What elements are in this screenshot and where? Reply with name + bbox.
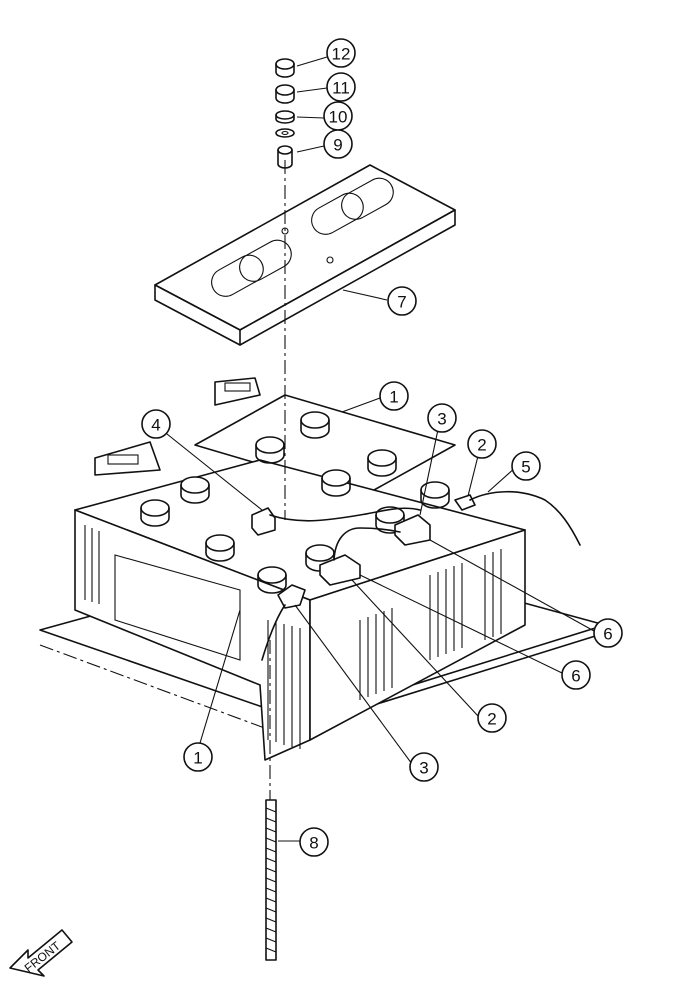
svg-text:9: 9 bbox=[333, 136, 342, 155]
callout-7: 7 bbox=[387, 286, 417, 316]
svg-text:2: 2 bbox=[487, 710, 496, 729]
terminal-clamp bbox=[454, 494, 476, 511]
svg-text:6: 6 bbox=[603, 625, 612, 644]
callout-9: 9 bbox=[323, 129, 353, 159]
callout-8: 8 bbox=[299, 827, 329, 857]
vent-cap bbox=[420, 481, 450, 509]
callout-3-lower: 3 bbox=[409, 752, 439, 782]
vent-cap bbox=[257, 566, 287, 594]
svg-text:12: 12 bbox=[332, 45, 351, 64]
svg-text:3: 3 bbox=[437, 410, 446, 429]
svg-text:10: 10 bbox=[329, 108, 348, 127]
callout-2-top: 2 bbox=[467, 429, 497, 459]
connector-cable bbox=[269, 507, 421, 522]
threaded-rod bbox=[265, 799, 277, 961]
svg-text:1: 1 bbox=[389, 388, 398, 407]
callout-4: 4 bbox=[141, 409, 171, 439]
callout-1-lower: 1 bbox=[183, 742, 213, 772]
svg-text:1: 1 bbox=[193, 749, 202, 768]
vent-cap bbox=[180, 476, 210, 504]
svg-text:5: 5 bbox=[521, 458, 530, 477]
vent-cap bbox=[367, 449, 397, 477]
connector-cable bbox=[333, 527, 401, 561]
vent-cap bbox=[255, 436, 285, 464]
spacer bbox=[277, 145, 293, 169]
flat-washer bbox=[275, 128, 295, 138]
svg-text:2: 2 bbox=[477, 436, 486, 455]
callout-12: 12 bbox=[326, 38, 356, 68]
vent-cap bbox=[140, 499, 170, 527]
svg-text:4: 4 bbox=[151, 416, 160, 435]
leader-lines bbox=[156, 56, 595, 842]
nut bbox=[275, 84, 295, 104]
callout-10: 10 bbox=[323, 101, 353, 131]
callout-6-lower: 6 bbox=[561, 660, 591, 690]
svg-text:11: 11 bbox=[332, 79, 350, 98]
nut bbox=[275, 58, 295, 78]
lock-washer bbox=[275, 110, 295, 124]
vent-cap bbox=[300, 411, 330, 439]
vent-caps bbox=[140, 411, 450, 594]
svg-text:6: 6 bbox=[571, 667, 580, 686]
hardware-stack bbox=[275, 58, 295, 169]
vent-cap bbox=[321, 469, 351, 497]
ground-cable bbox=[261, 604, 286, 661]
positive-cable bbox=[469, 490, 581, 546]
terminal-clamp bbox=[319, 554, 361, 586]
callout-1-top: 1 bbox=[379, 381, 409, 411]
svg-text:7: 7 bbox=[397, 293, 406, 312]
callout-5: 5 bbox=[511, 451, 541, 481]
svg-text:8: 8 bbox=[309, 834, 318, 853]
callout-6-upper: 6 bbox=[593, 618, 623, 648]
battery-front bbox=[74, 441, 526, 761]
callout-11: 11 bbox=[326, 72, 356, 102]
vent-cap bbox=[205, 534, 235, 562]
callout-2-lower: 2 bbox=[477, 703, 507, 733]
front-direction-arrow: FRONT bbox=[9, 929, 73, 977]
terminals-and-cables bbox=[251, 490, 581, 661]
svg-text:3: 3 bbox=[419, 759, 428, 778]
hold-down-frame bbox=[154, 164, 456, 346]
callout-3-top: 3 bbox=[427, 403, 457, 433]
